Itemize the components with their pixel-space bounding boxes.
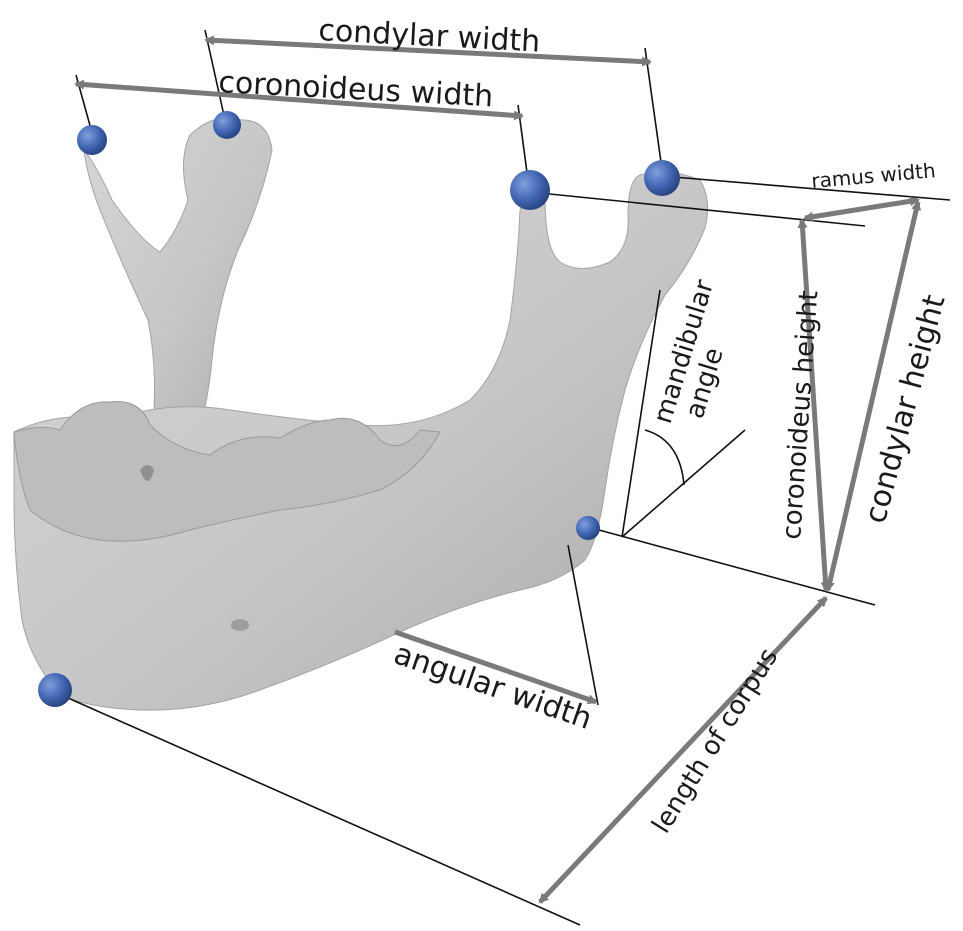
landmark-condyle-left — [213, 111, 241, 139]
mandibular-angle-arc — [645, 430, 684, 485]
mental-foramen — [231, 619, 249, 631]
landmark-condyle-right — [644, 160, 680, 196]
landmark-gnathion — [38, 673, 72, 707]
ramus-width-arrow — [805, 200, 918, 218]
length-of-corpus-arrow — [540, 598, 826, 902]
landmark-gonion — [576, 516, 600, 540]
mandible-bone — [14, 118, 708, 710]
label-angular-width: angular width — [389, 636, 596, 736]
label-coronoideus-height: coronoideus height — [777, 289, 824, 540]
label-condylar-width: condylar width — [318, 13, 541, 60]
label-ramus-width: ramus width — [810, 158, 936, 193]
label-coronoideus-width: coronoideus width — [218, 65, 494, 114]
landmark-coronoid-left — [77, 125, 107, 155]
landmark-coronoid-right — [510, 170, 550, 210]
label-length-of-corpus: length of corpus — [646, 643, 784, 839]
